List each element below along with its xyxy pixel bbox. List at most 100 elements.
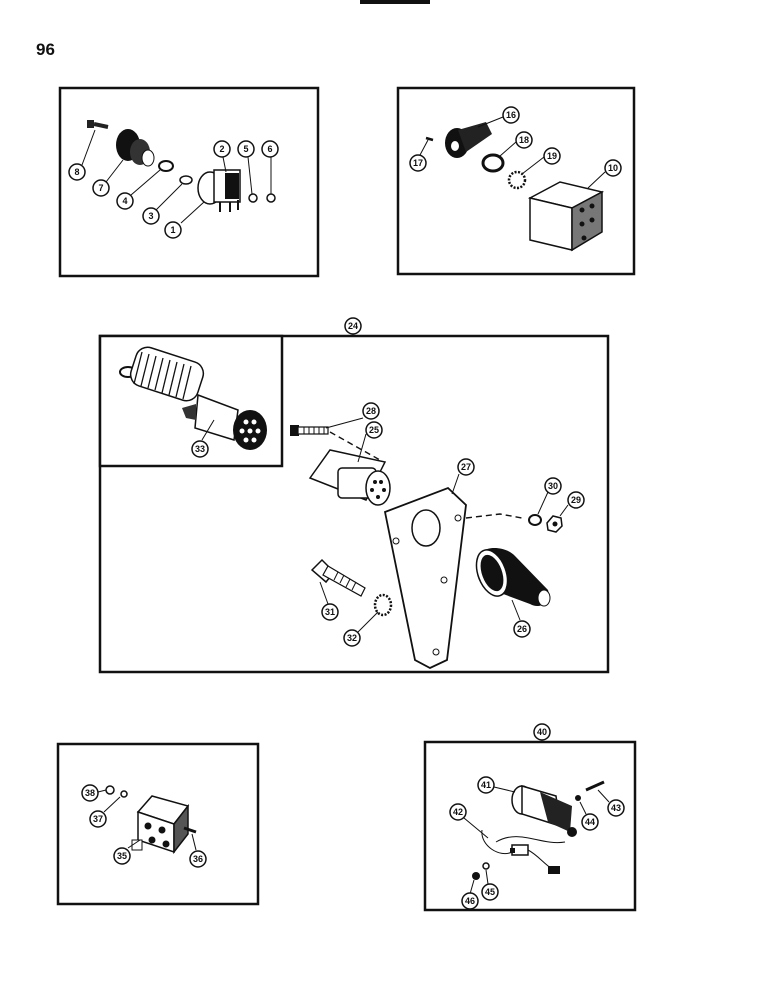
callout-36: 36	[189, 850, 207, 868]
svg-text:43: 43	[611, 803, 621, 813]
part-knob-16	[445, 122, 492, 158]
part-boot-26	[475, 547, 551, 607]
callout-28: 28	[362, 402, 380, 420]
callout-44: 44	[581, 813, 599, 831]
svg-text:46: 46	[465, 896, 475, 906]
part-washer-45	[482, 862, 490, 870]
part-bolt-8	[87, 120, 109, 129]
callout-35: 35	[113, 847, 131, 865]
callout-38: 38	[81, 784, 99, 802]
callout-1: 1	[164, 221, 182, 239]
svg-text:26: 26	[517, 624, 527, 634]
callout-41: 41	[477, 776, 495, 794]
svg-text:30: 30	[548, 481, 558, 491]
part-nut-5	[248, 193, 258, 203]
svg-text:25: 25	[369, 425, 379, 435]
part-nut-44	[575, 795, 581, 801]
svg-text:44: 44	[585, 817, 595, 827]
svg-text:16: 16	[506, 110, 516, 120]
svg-text:37: 37	[93, 814, 103, 824]
svg-text:8: 8	[74, 167, 79, 177]
svg-text:36: 36	[193, 854, 203, 864]
callout-6: 6	[261, 140, 279, 158]
callout-18: 18	[515, 131, 533, 149]
svg-text:7: 7	[98, 183, 103, 193]
part-nut-46	[472, 872, 480, 880]
callout-45: 45	[481, 883, 499, 901]
svg-text:2: 2	[219, 144, 224, 154]
callout-43: 43	[607, 799, 625, 817]
part-socket-25	[308, 449, 391, 506]
callout-3: 3	[142, 207, 160, 225]
callout-30: 30	[544, 477, 562, 495]
callout-5: 5	[237, 140, 255, 158]
svg-text:17: 17	[413, 158, 423, 168]
callout-27: 27	[457, 458, 475, 476]
callout-25: 25	[365, 421, 383, 439]
svg-text:6: 6	[267, 144, 272, 154]
callout-17: 17	[409, 154, 427, 172]
part-washer-30	[528, 514, 542, 526]
panel-relay	[56, 742, 260, 906]
svg-text:28: 28	[366, 406, 376, 416]
svg-text:41: 41	[481, 780, 491, 790]
page-number: 96	[36, 40, 55, 59]
part-nut-18	[481, 153, 505, 173]
svg-text:45: 45	[485, 887, 495, 897]
panel-cigar-lighter	[423, 740, 637, 912]
part-bolt-31	[310, 558, 366, 597]
part-wire-42	[481, 829, 566, 874]
svg-text:42: 42	[453, 807, 463, 817]
callout-29: 29	[567, 491, 585, 509]
svg-text:32: 32	[347, 633, 357, 643]
svg-text:27: 27	[461, 462, 471, 472]
svg-text:10: 10	[608, 163, 618, 173]
svg-text:19: 19	[547, 151, 557, 161]
svg-text:5: 5	[243, 144, 248, 154]
svg-text:40: 40	[537, 727, 547, 737]
part-lighter-41	[511, 784, 577, 837]
part-nut-38	[105, 785, 115, 795]
svg-text:29: 29	[571, 495, 581, 505]
part-nut-29	[546, 515, 563, 533]
svg-text:3: 3	[148, 211, 153, 221]
svg-text:24: 24	[348, 321, 358, 331]
callout-40: 40	[533, 723, 551, 741]
callout-31: 31	[321, 603, 339, 621]
callout-24: 24	[344, 317, 362, 335]
callout-7: 7	[92, 179, 110, 197]
part-relay-35	[131, 795, 190, 855]
part-screw-36	[183, 826, 197, 834]
svg-text:1: 1	[170, 225, 175, 235]
svg-text:35: 35	[117, 851, 127, 861]
callout-42: 42	[449, 803, 467, 821]
callout-16: 16	[502, 106, 520, 124]
svg-text:33: 33	[195, 444, 205, 454]
svg-text:31: 31	[325, 607, 335, 617]
part-knob-7	[116, 129, 155, 167]
header-rule	[360, 0, 430, 4]
part-washer-19	[507, 170, 527, 190]
part-screw-17	[425, 136, 434, 142]
part-bracket-27	[383, 486, 467, 670]
part-bolt-28	[290, 425, 329, 436]
callouts: 1 2 3 4 5 6 7 8 10 16 17 18 19 24 25 26 …	[68, 106, 625, 910]
part-washer-37	[120, 790, 128, 798]
part-screw-43	[585, 780, 605, 792]
part-flasher-10	[527, 181, 605, 252]
callout-10: 10	[604, 159, 622, 177]
callout-46: 46	[461, 892, 479, 910]
part-nut-6	[266, 193, 276, 203]
callout-37: 37	[89, 810, 107, 828]
svg-text:4: 4	[122, 196, 127, 206]
callout-4: 4	[116, 192, 134, 210]
part-nut-4	[158, 160, 174, 172]
part-switch-1	[197, 169, 241, 212]
callout-19: 19	[543, 147, 561, 165]
svg-text:38: 38	[85, 788, 95, 798]
callout-8: 8	[68, 163, 86, 181]
part-plug-33	[119, 346, 267, 450]
part-washer-3	[179, 175, 193, 185]
callout-26: 26	[513, 620, 531, 638]
